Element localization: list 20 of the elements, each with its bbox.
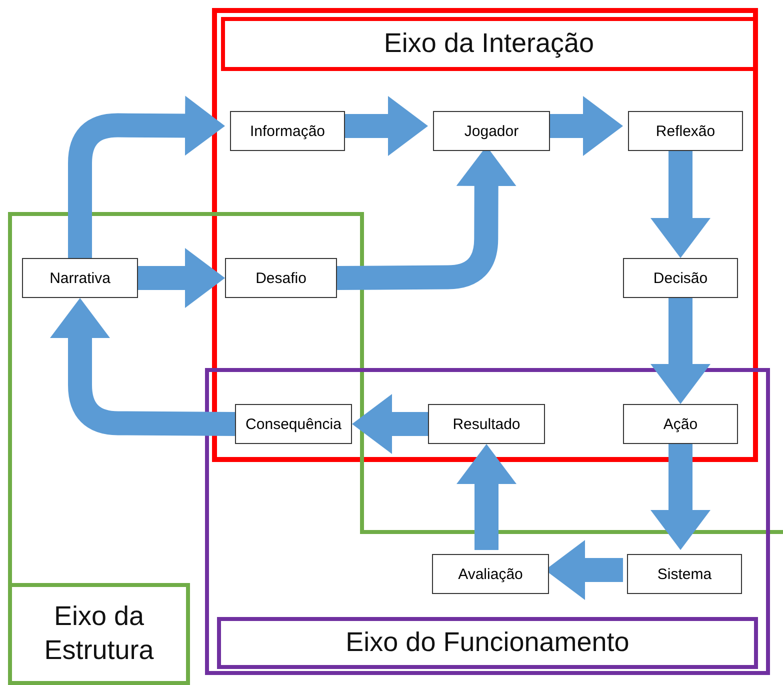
process-box: Reflexão	[628, 111, 743, 151]
block-arrow	[138, 248, 225, 308]
process-box: Consequência	[235, 404, 352, 444]
block-arrow	[456, 444, 516, 550]
process-box: Decisão	[623, 258, 738, 298]
process-box: Desafio	[225, 258, 337, 298]
process-box: Jogador	[433, 111, 550, 151]
block-arrow	[650, 298, 710, 404]
block-arrow	[50, 298, 236, 436]
axis-title: Eixo do Funcionamento	[217, 617, 758, 669]
block-arrow	[650, 444, 710, 550]
process-box: Informação	[230, 111, 345, 151]
process-box: Avaliação	[432, 554, 549, 594]
block-arrow	[352, 394, 428, 454]
axis-frame	[212, 8, 758, 462]
process-box: Sistema	[627, 554, 742, 594]
process-box: Ação	[623, 404, 738, 444]
block-arrow	[68, 96, 226, 258]
process-box: Narrativa	[22, 258, 138, 298]
process-box: Resultado	[428, 404, 545, 444]
